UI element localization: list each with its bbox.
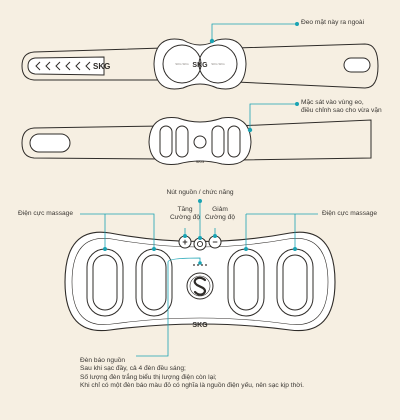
right-strap-buckle-slot	[343, 57, 371, 73]
minus-icon: −	[212, 237, 217, 247]
center-s-knob	[186, 272, 214, 300]
chevron-left-icon	[85, 61, 91, 71]
main-unit-body	[153, 38, 247, 90]
electrode-right-outer-inner	[282, 254, 308, 311]
left-strap	[21, 47, 164, 81]
electrode-left-inner-inner	[141, 254, 167, 311]
chevron-left-icon	[45, 61, 51, 71]
left-pad-text: SKG SKG	[175, 62, 189, 66]
strap-logo: SKG	[93, 62, 110, 71]
power-indicator-lights	[193, 264, 207, 266]
label-power-button: Nút nguồn / chức năng	[166, 189, 234, 196]
indicator-note-4: Khi chỉ có một đèn báo màu đỏ có nghĩa l…	[80, 382, 304, 390]
chevron-left-icon	[35, 61, 41, 71]
callout-wear-waist: Mặc sát vào vùng eo, điều chỉnh sao cho …	[301, 99, 382, 116]
label-decrease-line-1: Giảm	[212, 206, 228, 213]
electrode-left-outer-inner	[92, 254, 118, 311]
control-buttons	[178, 235, 222, 251]
left-loop	[21, 125, 164, 160]
chevron-left-icon	[65, 61, 71, 71]
right-pad	[198, 44, 238, 84]
callout-leader-2	[247, 102, 299, 133]
plus-icon: +	[182, 237, 187, 247]
electrode-pad	[227, 125, 241, 158]
main-unit-inner-rim	[71, 238, 329, 325]
callout-wear-waist-line-1: Mặc sát vào vùng eo,	[301, 99, 364, 106]
chevron-arrows	[35, 61, 91, 71]
back-unit-body	[148, 117, 252, 166]
callout-wear-outward: Đeo mặt này ra ngoài	[301, 19, 365, 26]
label-increase-line-2: Cường độ	[169, 214, 200, 222]
back-logo: SKG	[196, 159, 204, 164]
indicator-note-3: Số lượng đèn trắng biểu thị lượng điện c…	[80, 373, 217, 381]
label-increase: Tăng Cường độ	[160, 206, 210, 223]
main-logo: SKG	[192, 322, 208, 329]
right-strap-back	[235, 119, 372, 161]
electrode-pad	[211, 125, 225, 158]
center-knob	[193, 135, 207, 149]
callout-leader-1	[209, 21, 299, 44]
indicator-note-1: Đèn báo nguồn	[80, 357, 126, 364]
indicator-note-2: Sau khi sạc đầy, cả 4 đèn đều sáng;	[80, 365, 186, 373]
indicator-notes: Đèn báo nguồn Sau khi sạc đầy, cả 4 đèn …	[80, 357, 304, 391]
chevron-left-icon	[75, 61, 81, 71]
electrode-right-inner-inner	[233, 254, 259, 311]
callout-leaders-3	[80, 198, 318, 357]
label-electrode-right: Điện cực massage	[322, 210, 377, 217]
electrode-pad	[175, 125, 189, 158]
power-icon	[196, 240, 204, 248]
right-pad-text: SKG SKG	[211, 62, 225, 66]
chevron-left-icon	[55, 61, 61, 71]
label-electrode-left: Điện cực massage	[18, 210, 73, 217]
callout-wear-waist-line-2: điều chỉnh sao cho vừa vặn	[301, 107, 382, 115]
right-strap	[235, 43, 379, 89]
label-decrease: Giảm Cường độ	[195, 206, 245, 223]
left-pad	[162, 44, 202, 84]
center-logo: SKG	[192, 62, 208, 69]
left-loop-slot	[29, 133, 71, 153]
belt-back-view	[21, 117, 372, 166]
electrode-pad	[159, 125, 173, 158]
leader-indicator	[136, 257, 201, 357]
label-decrease-line-2: Cường độ	[204, 214, 235, 222]
s-logo-icon	[193, 276, 207, 296]
label-increase-line-1: Tăng	[177, 206, 193, 213]
